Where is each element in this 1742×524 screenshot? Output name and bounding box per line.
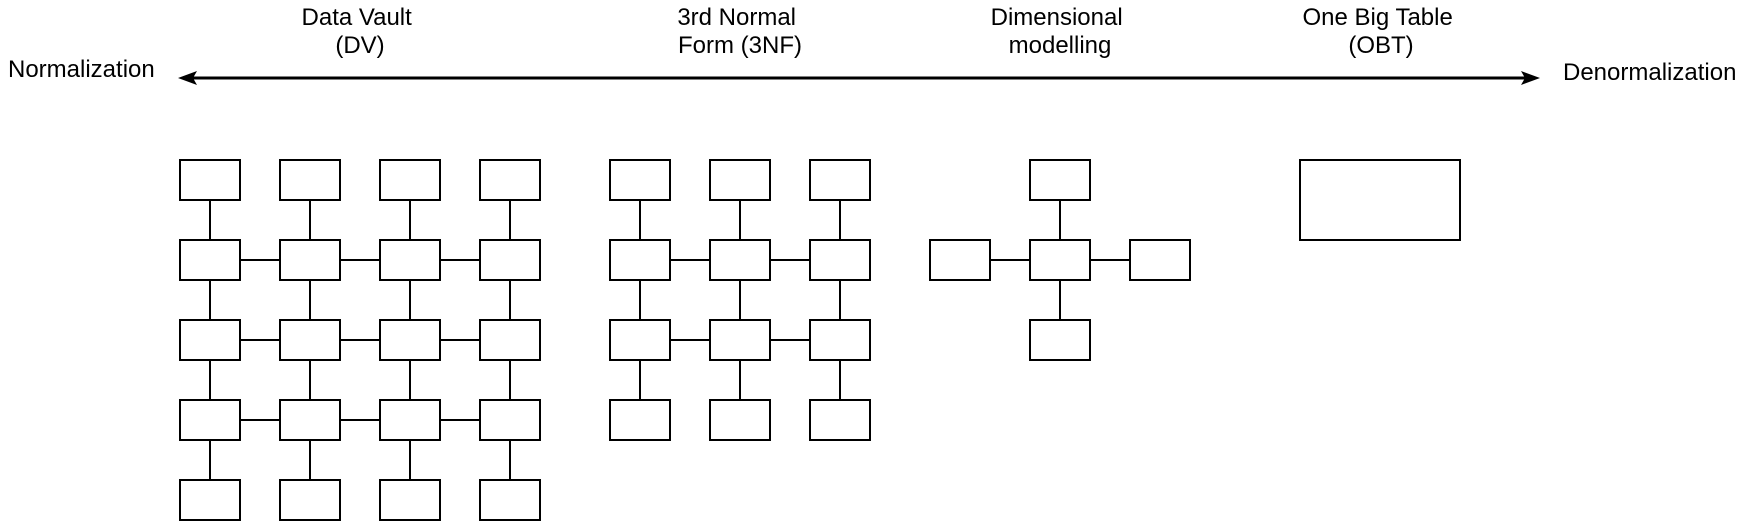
table-box bbox=[929, 239, 991, 281]
label-dimensional-modelling: Dimensional modelling bbox=[991, 4, 1130, 59]
label-one-big-table: One Big Table (OBT) bbox=[1303, 4, 1460, 59]
table-box bbox=[809, 239, 871, 281]
table-box bbox=[479, 399, 541, 441]
label-line: Data Vault bbox=[302, 4, 413, 31]
table-box bbox=[179, 319, 241, 361]
label-line: (DV) bbox=[335, 32, 384, 59]
table-box bbox=[1299, 159, 1461, 241]
table-box bbox=[479, 479, 541, 521]
method-labels: Data Vault (DV) 3rd Normal Form (3NF) Di… bbox=[302, 4, 1460, 59]
table-box bbox=[709, 319, 771, 361]
table-box bbox=[709, 159, 771, 201]
table-box bbox=[379, 159, 441, 201]
table-box bbox=[609, 399, 671, 441]
table-box bbox=[1129, 239, 1191, 281]
table-box bbox=[379, 399, 441, 441]
table-box bbox=[279, 159, 341, 201]
table-box bbox=[179, 399, 241, 441]
label-third-normal-form: 3rd Normal Form (3NF) bbox=[677, 4, 802, 59]
table-box bbox=[1029, 239, 1091, 281]
data-vault-schema bbox=[179, 159, 541, 521]
table-box bbox=[279, 479, 341, 521]
table-box bbox=[379, 239, 441, 281]
normalization-label: Normalization bbox=[8, 56, 155, 83]
table-box bbox=[179, 159, 241, 201]
table-box bbox=[709, 399, 771, 441]
label-line: One Big Table bbox=[1303, 4, 1453, 31]
table-box bbox=[1029, 159, 1091, 201]
table-box bbox=[479, 319, 541, 361]
third-normal-form-schema bbox=[609, 159, 871, 441]
table-box bbox=[479, 239, 541, 281]
table-box bbox=[809, 319, 871, 361]
table-box bbox=[179, 239, 241, 281]
table-box bbox=[479, 159, 541, 201]
table-box bbox=[609, 159, 671, 201]
table-box bbox=[1029, 319, 1091, 361]
label-data-vault: Data Vault (DV) bbox=[302, 4, 419, 59]
table-box bbox=[279, 399, 341, 441]
label-line: Dimensional bbox=[991, 4, 1123, 31]
label-line: (OBT) bbox=[1348, 32, 1413, 59]
label-line: modelling bbox=[1009, 32, 1112, 59]
dimensional-star-schema bbox=[929, 159, 1191, 361]
table-box bbox=[809, 159, 871, 201]
arrow-right-icon bbox=[1521, 71, 1540, 85]
normalization-axis: Normalization Denormalization bbox=[8, 56, 1736, 86]
table-box bbox=[609, 319, 671, 361]
schema-diagrams bbox=[179, 159, 1461, 521]
table-box bbox=[709, 239, 771, 281]
label-line: 3rd Normal bbox=[677, 4, 796, 31]
table-box bbox=[279, 239, 341, 281]
one-big-table-schema bbox=[1299, 159, 1461, 241]
table-box bbox=[379, 479, 441, 521]
denormalization-label: Denormalization bbox=[1563, 59, 1736, 86]
table-box bbox=[379, 319, 441, 361]
label-line: Form (3NF) bbox=[678, 32, 802, 59]
arrow-left-icon bbox=[178, 71, 197, 85]
table-box bbox=[809, 399, 871, 441]
table-box bbox=[279, 319, 341, 361]
table-box bbox=[179, 479, 241, 521]
table-box bbox=[609, 239, 671, 281]
